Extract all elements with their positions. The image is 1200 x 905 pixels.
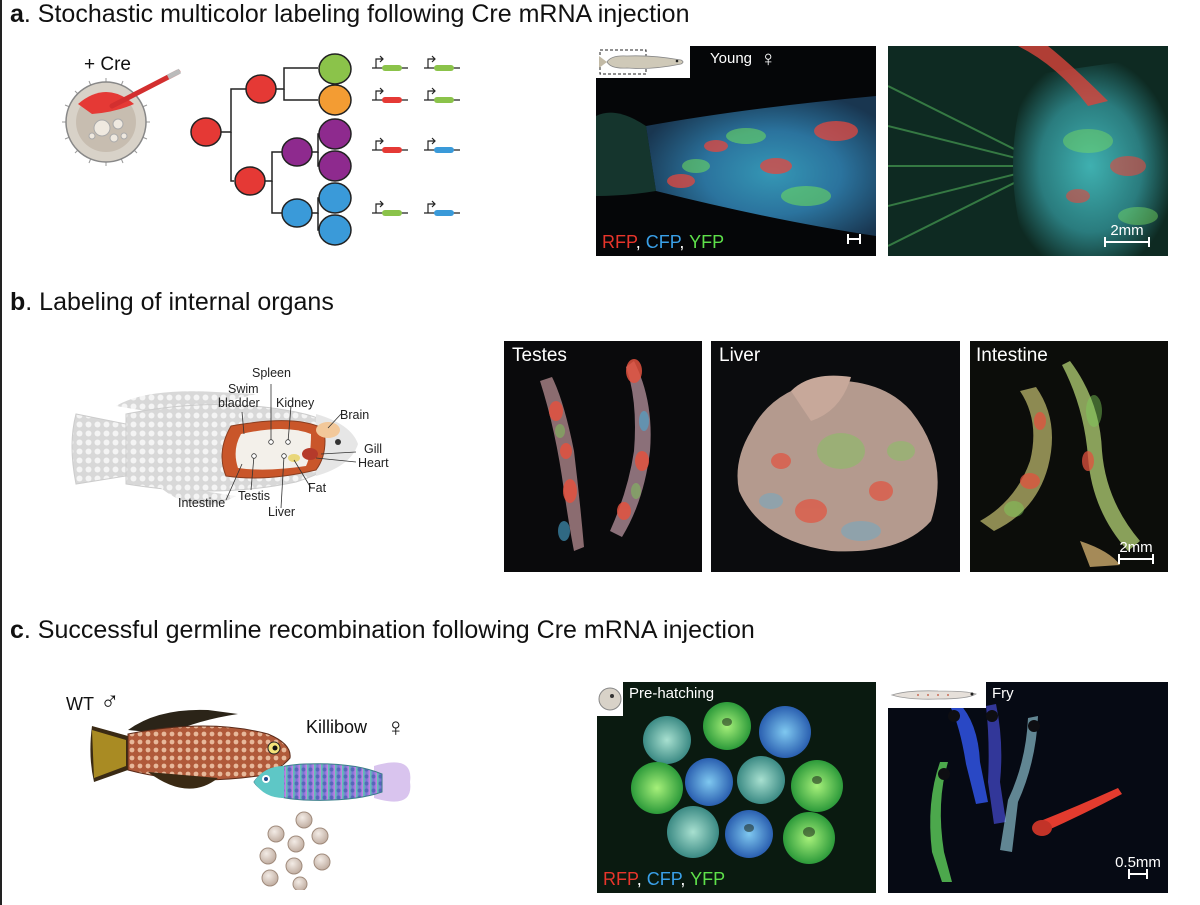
wt-male-killifish bbox=[90, 709, 291, 789]
cre-label: + Cre bbox=[84, 54, 131, 75]
scale-bar-b: 2mm bbox=[1110, 539, 1162, 564]
fluorescence-legend-c: RFP, CFP, YFP bbox=[603, 869, 725, 890]
female-symbol-c: ♀ bbox=[386, 712, 406, 742]
orange-cell bbox=[318, 84, 352, 116]
eggs-cluster bbox=[259, 811, 331, 890]
panel-b-title: b. Labeling of internal organs bbox=[10, 288, 334, 317]
prehatching-label: Pre-hatching bbox=[629, 685, 715, 702]
testis-label: Testis bbox=[238, 489, 270, 503]
cfp-label: CFP bbox=[645, 232, 680, 252]
daughter-cell-top bbox=[245, 74, 277, 104]
swim-bladder-label-1: Swim bbox=[228, 382, 259, 396]
gill-label: Gill bbox=[364, 442, 383, 456]
green-cell bbox=[318, 53, 352, 85]
legend-comma-1: , bbox=[635, 232, 646, 252]
purple-cell-2 bbox=[318, 150, 352, 182]
fry-thumbnail-box bbox=[888, 682, 986, 708]
prehatching-embryos-photo: Pre-hatching RFP, CFP, YFP bbox=[597, 682, 876, 893]
scale-bar-c: 0.5mm bbox=[1110, 854, 1166, 879]
gene-construct bbox=[372, 137, 408, 153]
purple-parent-cell bbox=[281, 137, 313, 167]
testes-label: Testes bbox=[512, 345, 567, 366]
gene-construct bbox=[424, 55, 460, 71]
brain-label: Brain bbox=[340, 408, 370, 422]
killibow-label: Killibow bbox=[306, 717, 368, 737]
scale-bar-a-label: 2mm bbox=[1110, 222, 1144, 239]
fry-photo: Fry 0.5mm bbox=[888, 682, 1168, 893]
legend-comma-c-1: , bbox=[636, 869, 647, 889]
left-border-line bbox=[0, 0, 2, 905]
young-label: Young bbox=[710, 50, 752, 67]
liver-label: Liver bbox=[268, 505, 296, 519]
intestine-photo: Intestine 2mm bbox=[970, 341, 1168, 572]
founder-cell bbox=[190, 117, 222, 147]
gene-constructs bbox=[372, 55, 460, 216]
gene-construct bbox=[424, 87, 460, 103]
intestine-photo-label: Intestine bbox=[976, 345, 1048, 366]
scale-bar-a: 2mm bbox=[1102, 222, 1152, 247]
gene-construct bbox=[424, 200, 460, 216]
killifish-anatomy-diagram bbox=[71, 384, 358, 509]
fry-thumbnail-icon bbox=[890, 690, 977, 700]
heart-label: Heart bbox=[358, 456, 389, 470]
panel-c-title: c. Successful germline recombination fol… bbox=[10, 616, 755, 645]
legend-comma-2: , bbox=[679, 232, 690, 252]
young-fish-tail-photo: Young ♀ RFP, CFP, YFP bbox=[596, 46, 876, 256]
scale-bar-unlabeled bbox=[846, 234, 862, 244]
injected-embryo-illustration bbox=[62, 68, 182, 166]
cfp-label-c: CFP bbox=[646, 869, 681, 889]
gene-construct bbox=[372, 55, 408, 71]
blue-cell-1 bbox=[318, 182, 352, 214]
blue-cell-2 bbox=[318, 214, 352, 246]
legend-comma-c-2: , bbox=[680, 869, 691, 889]
female-symbol: ♀ bbox=[760, 46, 777, 71]
gene-construct bbox=[372, 200, 408, 216]
purple-cell-1 bbox=[318, 118, 352, 150]
embryo-thumbnail-box bbox=[597, 682, 623, 716]
panel-a-title: a. Stochastic multicolor labeling follow… bbox=[10, 0, 689, 29]
yfp-label: YFP bbox=[689, 232, 725, 252]
scale-bar-c-label: 0.5mm bbox=[1115, 854, 1161, 871]
lineage-tree-diagram bbox=[190, 53, 460, 246]
testes-photo: Testes bbox=[504, 341, 702, 572]
liver-photo: Liver bbox=[711, 341, 960, 572]
male-symbol: ♂ bbox=[100, 686, 120, 716]
embryo-thumbnail-icon bbox=[598, 687, 622, 711]
fat-label: Fat bbox=[308, 481, 327, 495]
gene-construct bbox=[424, 137, 460, 153]
young-fish-tail-zoom-photo: 2mm bbox=[888, 46, 1168, 256]
fry-label: Fry bbox=[992, 685, 1014, 702]
panel-c-letter: c bbox=[10, 616, 24, 644]
liver-photo-label: Liver bbox=[719, 345, 761, 366]
fluorescence-legend-a: RFP, CFP, YFP bbox=[602, 232, 724, 253]
panel-a-letter: a bbox=[10, 0, 24, 28]
wt-label: WT bbox=[66, 694, 94, 714]
scale-bar-b-label: 2mm bbox=[1119, 539, 1153, 556]
rfp-label: RFP bbox=[602, 232, 636, 252]
gene-construct bbox=[372, 87, 408, 103]
rfp-label-c: RFP bbox=[603, 869, 637, 889]
killibow-female-fish bbox=[253, 762, 411, 802]
swim-bladder-label-2: bladder bbox=[218, 396, 260, 410]
panel-c-title-text: . Successful germline recombination foll… bbox=[23, 616, 755, 644]
blue-parent-cell bbox=[281, 198, 313, 228]
daughter-cell-bottom bbox=[234, 166, 266, 196]
yfp-label-c: YFP bbox=[690, 869, 726, 889]
panel-a-title-text: . Stochastic multicolor labeling followi… bbox=[23, 0, 690, 28]
intestine-label: Intestine bbox=[178, 496, 226, 510]
panel-b-letter: b bbox=[10, 288, 26, 316]
panel-b-title-text: . Labeling of internal organs bbox=[25, 288, 334, 316]
fish-thumbnail-box bbox=[596, 46, 690, 78]
spleen-label: Spleen bbox=[252, 366, 291, 380]
young-fish-thumbnail bbox=[599, 49, 684, 75]
kidney-label: Kidney bbox=[276, 396, 315, 410]
